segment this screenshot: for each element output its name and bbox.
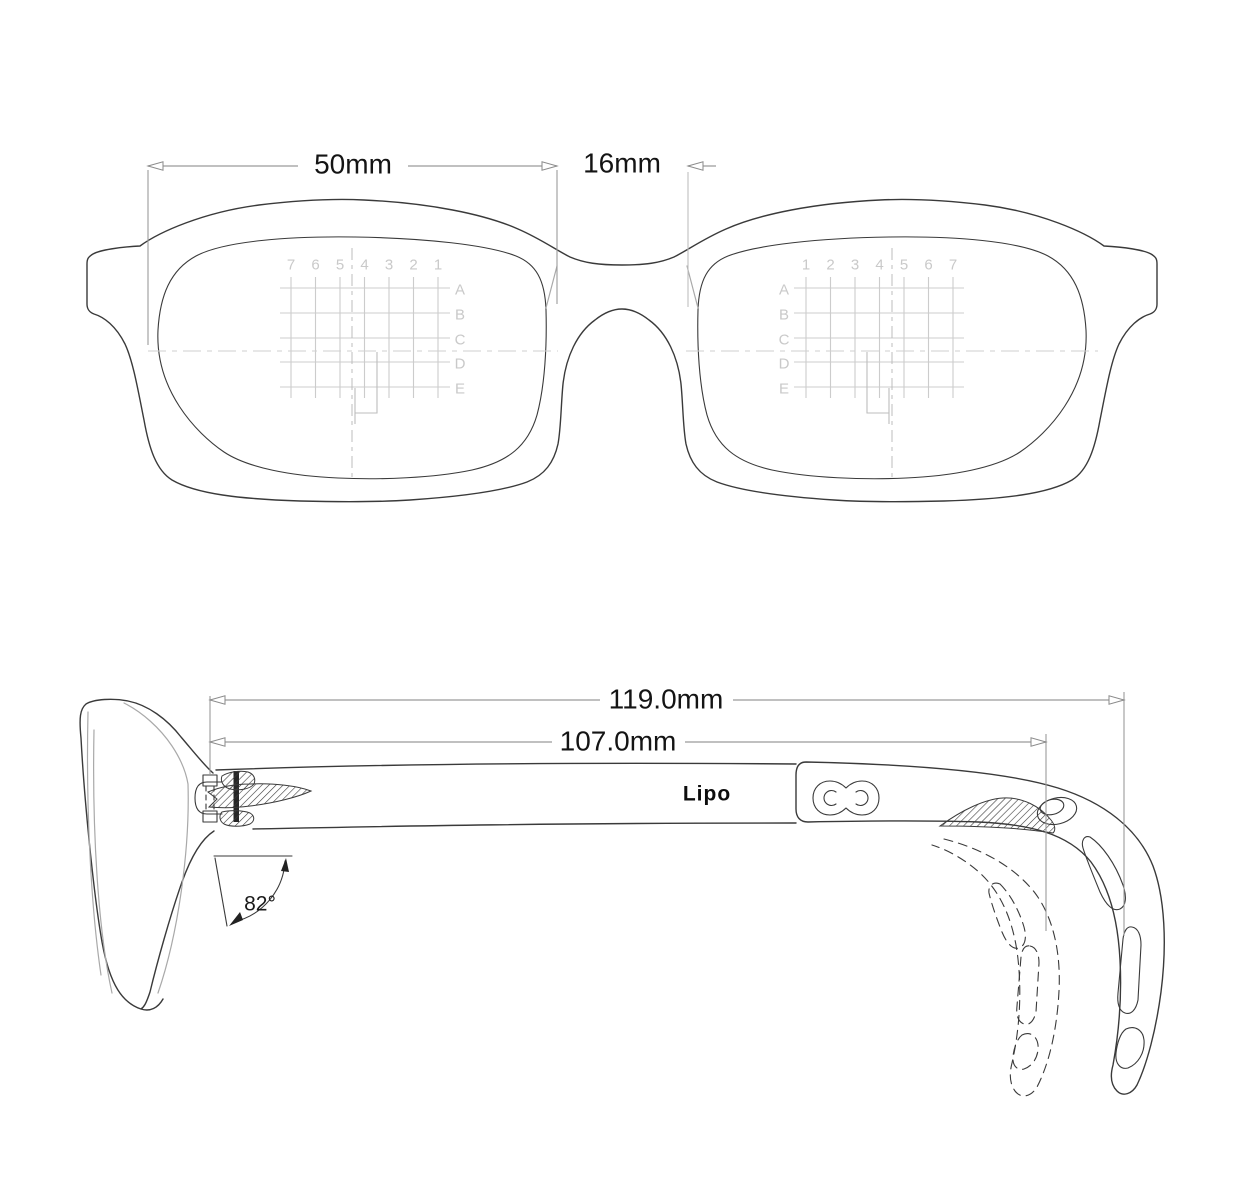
grid-column-label: 4: [360, 257, 368, 274]
dimension-arrow: [1108, 695, 1125, 705]
dimension-arrow: [209, 737, 226, 747]
ear-hook-slot-1: [1081, 836, 1126, 911]
grid-column-label: 3: [385, 257, 393, 274]
grid-row-label: C: [455, 332, 466, 349]
angle-arrow: [229, 912, 243, 926]
temple-front-length-label: 107.0mm: [560, 726, 677, 757]
grid-column-label: 7: [287, 257, 295, 274]
left-lens-contour: [157, 236, 547, 480]
ear-hook-oval-hole: [1036, 796, 1078, 826]
side-frame-front-edge: [86, 711, 102, 976]
grid-column-label: 5: [336, 257, 344, 274]
grid-column-label: 2: [826, 257, 834, 274]
ear-hook-slot-2: [1117, 926, 1142, 1014]
grid-row-label: C: [779, 332, 790, 349]
bridge-width-dimension: 16mm: [583, 148, 716, 307]
right-lens-grid-lines: [793, 276, 965, 399]
side-frame-inner-curve: [123, 702, 189, 994]
bridge-width-dimension-label: 16mm: [583, 148, 661, 179]
alternate-hook-outline: [931, 838, 1060, 1097]
side-lens-profile: [93, 729, 113, 994]
grid-column-label: 6: [924, 257, 932, 274]
overall-temple-length-dimension: 119.0mm: [209, 684, 1125, 936]
pantoscopic-angle-label: 82°: [244, 893, 276, 916]
right-lens-grid-row-labels: A B C D E: [779, 282, 790, 398]
ear-hook-alternate-position: [931, 838, 1060, 1097]
angle-tilt-line: [214, 857, 228, 927]
grid-row-label: B: [779, 307, 789, 324]
pantoscopic-angle-annotation: 82°: [213, 855, 293, 927]
right-bridge-bevel-line: [686, 265, 699, 309]
grid-row-label: A: [455, 282, 465, 299]
screw-slot-right: [855, 789, 869, 807]
grid-column-label: 7: [949, 257, 957, 274]
temple-grip-inlay: [938, 797, 1056, 834]
temple-front-length-dimension: 107.0mm: [209, 726, 1047, 931]
temple-end-and-ear-hook-outline: [795, 761, 1165, 1095]
ear-hook-oval-hole-inner: [1039, 798, 1065, 816]
side-frame-front-outline: [79, 698, 215, 1011]
dimension-arrow: [147, 161, 164, 171]
grid-row-label: D: [455, 356, 466, 373]
grid-column-label: 5: [900, 257, 908, 274]
grid-row-label: B: [455, 307, 465, 324]
temple-top-edge: [215, 762, 797, 771]
dimension-arrow: [541, 161, 558, 171]
brand-logo-text: Lipo: [683, 783, 731, 806]
dimension-arrow: [209, 695, 226, 705]
lens-width-dimension-label: 50mm: [314, 149, 392, 180]
left-lens-grid-row-labels: A B C D E: [455, 282, 466, 398]
hinge-assembly: [194, 770, 313, 827]
hinge-top-boss: [202, 774, 218, 787]
left-lens-grid-column-labels: 7 6 5 4 3 2 1: [287, 257, 442, 274]
front-frame-outline: [86, 198, 1158, 503]
alternate-hook-slot-3: [1012, 1033, 1039, 1070]
ear-hook-slot-3: [1115, 1027, 1145, 1069]
hinge-spring-bottom: [219, 810, 255, 827]
left-bridge-bevel-line: [545, 265, 558, 309]
grid-row-label: E: [455, 381, 465, 398]
grid-column-label: 6: [311, 257, 319, 274]
grid-row-label: D: [779, 356, 790, 373]
dimension-arrow: [1030, 737, 1047, 747]
alternate-hook-slot-1: [988, 882, 1026, 949]
grid-column-label: 4: [875, 257, 883, 274]
front-view: 7 6 5 4 3 2 1 A B C D E 1 2 3 4 5 6 7 A …: [86, 148, 1158, 503]
hinge-bottom-boss: [202, 810, 218, 823]
grid-column-label: 1: [802, 257, 810, 274]
grid-row-label: E: [779, 381, 789, 398]
hinge-bracket: [194, 781, 223, 815]
side-view: Lipo 119.0mm 107.0mm 82°: [79, 684, 1165, 1097]
grid-column-label: 2: [409, 257, 417, 274]
left-lens-grid-lines: [279, 276, 451, 399]
hinge-spring-arm: [207, 783, 313, 809]
overall-temple-length-label: 119.0mm: [609, 684, 724, 715]
dimension-arrow: [687, 161, 704, 171]
angle-arrow: [281, 858, 289, 872]
figure-eight-cutout: [812, 780, 880, 816]
grid-column-label: 3: [851, 257, 859, 274]
right-lens-grid-column-labels: 1 2 3 4 5 6 7: [802, 257, 957, 274]
lens-width-dimension: 50mm: [147, 149, 558, 345]
alternate-hook-slot-2: [1016, 945, 1040, 1025]
right-lens-fitting-mark: [866, 352, 890, 424]
temple-bottom-edge: [252, 822, 797, 830]
screw-slot-left: [823, 789, 837, 807]
grid-row-label: A: [779, 282, 789, 299]
left-lens-fitting-mark: [354, 352, 378, 424]
grid-column-label: 1: [434, 257, 442, 274]
